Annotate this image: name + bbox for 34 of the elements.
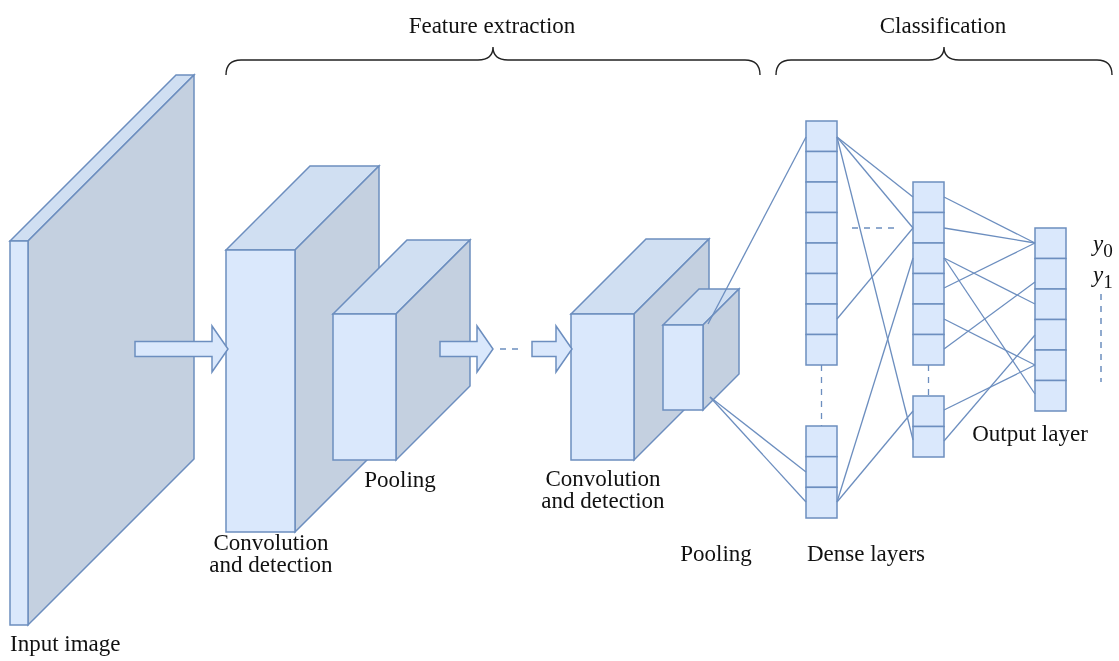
connection-line	[943, 334, 1036, 442]
connection-line	[943, 318, 1036, 366]
layer-label: Output layer	[972, 422, 1088, 445]
connection-line	[943, 227, 1036, 244]
layer-label: Dense layers	[806, 542, 926, 565]
block-arrow	[439, 323, 494, 375]
connection-line	[709, 396, 807, 473]
connection-line	[943, 242, 1036, 289]
connection-line	[836, 410, 914, 503]
connection-line	[836, 227, 914, 320]
block-arrow	[531, 323, 573, 375]
connection-line	[836, 136, 914, 229]
connection-line	[943, 257, 1036, 395]
layer-label: Pooling	[364, 468, 436, 491]
layer-label: Convolution and detection	[208, 532, 334, 576]
dashed-connector	[927, 364, 930, 397]
connection-line	[836, 257, 914, 503]
block-arrow	[134, 323, 229, 375]
connection-line	[707, 136, 807, 325]
section-heading: Classification	[879, 14, 1007, 37]
connection-line	[943, 364, 1036, 411]
connection-line	[836, 136, 914, 198]
connection-line	[943, 196, 1036, 244]
layer-label: Input image	[10, 632, 121, 655]
layer-label: Convolution and detection	[540, 468, 666, 512]
connection-line	[709, 396, 807, 503]
layer-label: Pooling	[680, 542, 752, 565]
output-symbol: y$_{0}$	[1093, 232, 1113, 260]
dashed-connector	[820, 364, 823, 427]
output-symbol: y$_{1}$	[1093, 263, 1113, 291]
connection-line	[943, 281, 1036, 350]
section-heading: Feature extraction	[408, 14, 576, 37]
connection-line	[943, 257, 1036, 305]
connection-line	[836, 136, 914, 441]
